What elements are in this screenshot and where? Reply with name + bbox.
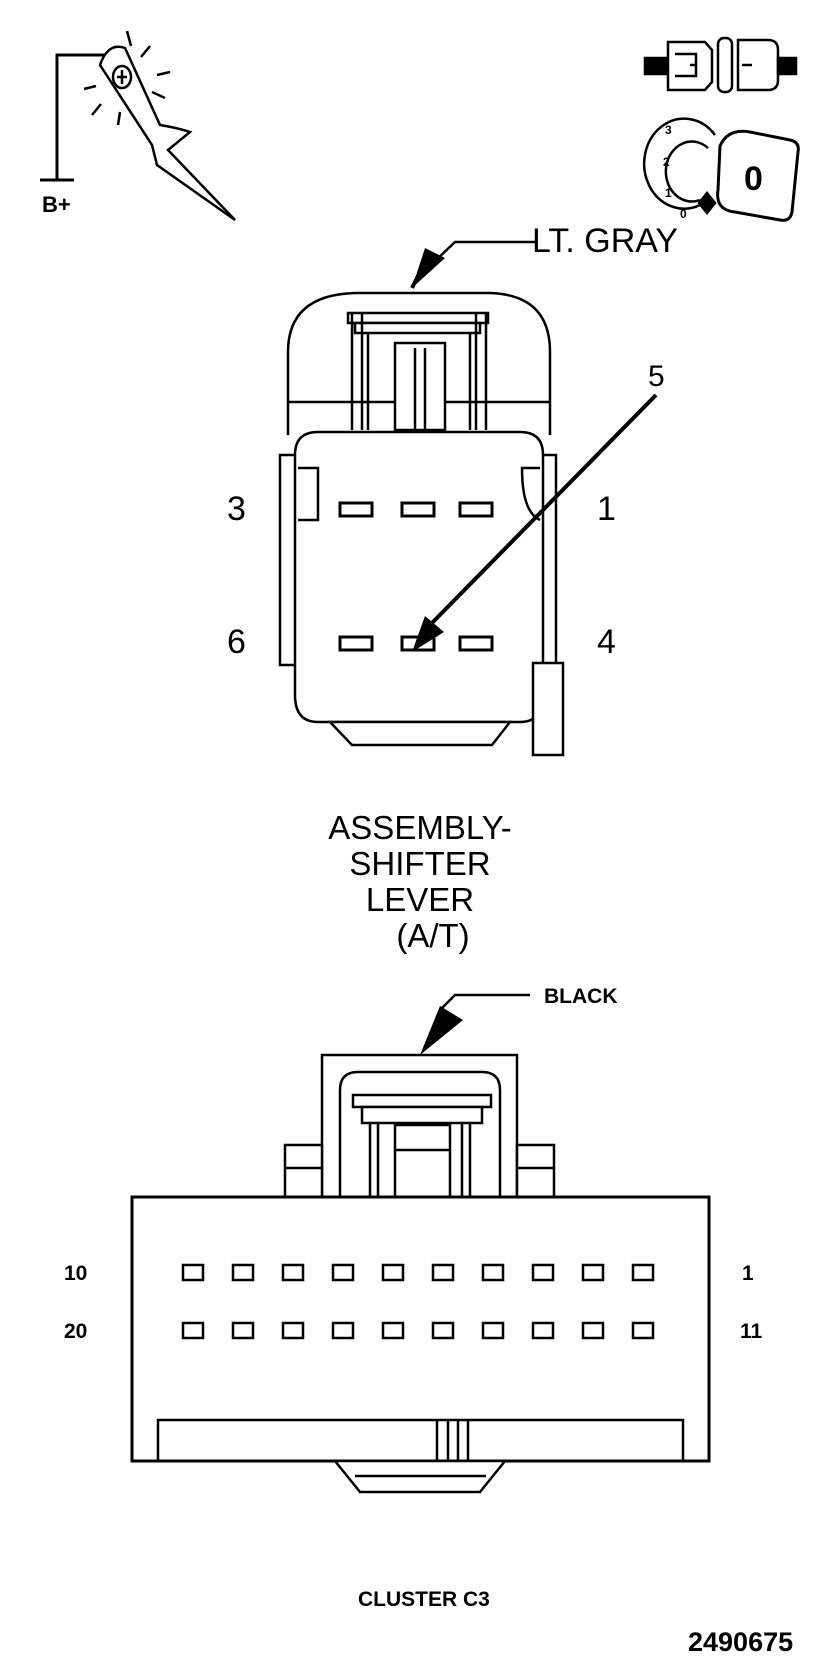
ignition-position-0: 0 xyxy=(680,207,687,221)
ignition-position-3: 3 xyxy=(665,123,672,137)
test-light-icon xyxy=(40,30,236,222)
pin-10-label: 10 xyxy=(64,1262,88,1285)
name-line-3: LEVER xyxy=(365,881,475,918)
connector-icon xyxy=(643,36,798,94)
figure-number: 2490675 xyxy=(688,1627,794,1657)
cluster-connector-color: BLACK xyxy=(544,985,618,1008)
pin-5-label: 5 xyxy=(648,360,665,393)
shifter-connector-name: ASSEMBLY- SHIFTER LEVER (A/T) xyxy=(300,810,540,954)
battery-positive-label: B+ xyxy=(42,192,71,217)
name-line-2: SHIFTER xyxy=(349,845,491,882)
pin-1-cluster-label: 1 xyxy=(742,1262,754,1285)
ignition-position-1: 1 xyxy=(665,186,672,200)
pin-11-label: 11 xyxy=(740,1320,763,1343)
pin-4-label: 4 xyxy=(597,623,616,661)
ignition-key-icon xyxy=(642,117,800,222)
pin-6-label: 6 xyxy=(227,623,246,661)
cluster-connector-name: CLUSTER C3 xyxy=(358,1588,490,1611)
shifter-connector xyxy=(278,291,565,757)
shifter-connector-color: LT. GRAY xyxy=(532,222,679,260)
name-line-4: (A/T) xyxy=(396,917,470,954)
cluster-connector xyxy=(130,1053,711,1494)
name-line-1: ASSEMBLY- xyxy=(328,809,512,846)
ignition-position-2: 2 xyxy=(663,155,670,169)
pin-1-label: 1 xyxy=(597,490,616,528)
ignition-key-label: 0 xyxy=(744,160,763,198)
pin-3-label: 3 xyxy=(227,490,246,528)
pin-20-label: 20 xyxy=(64,1320,88,1343)
